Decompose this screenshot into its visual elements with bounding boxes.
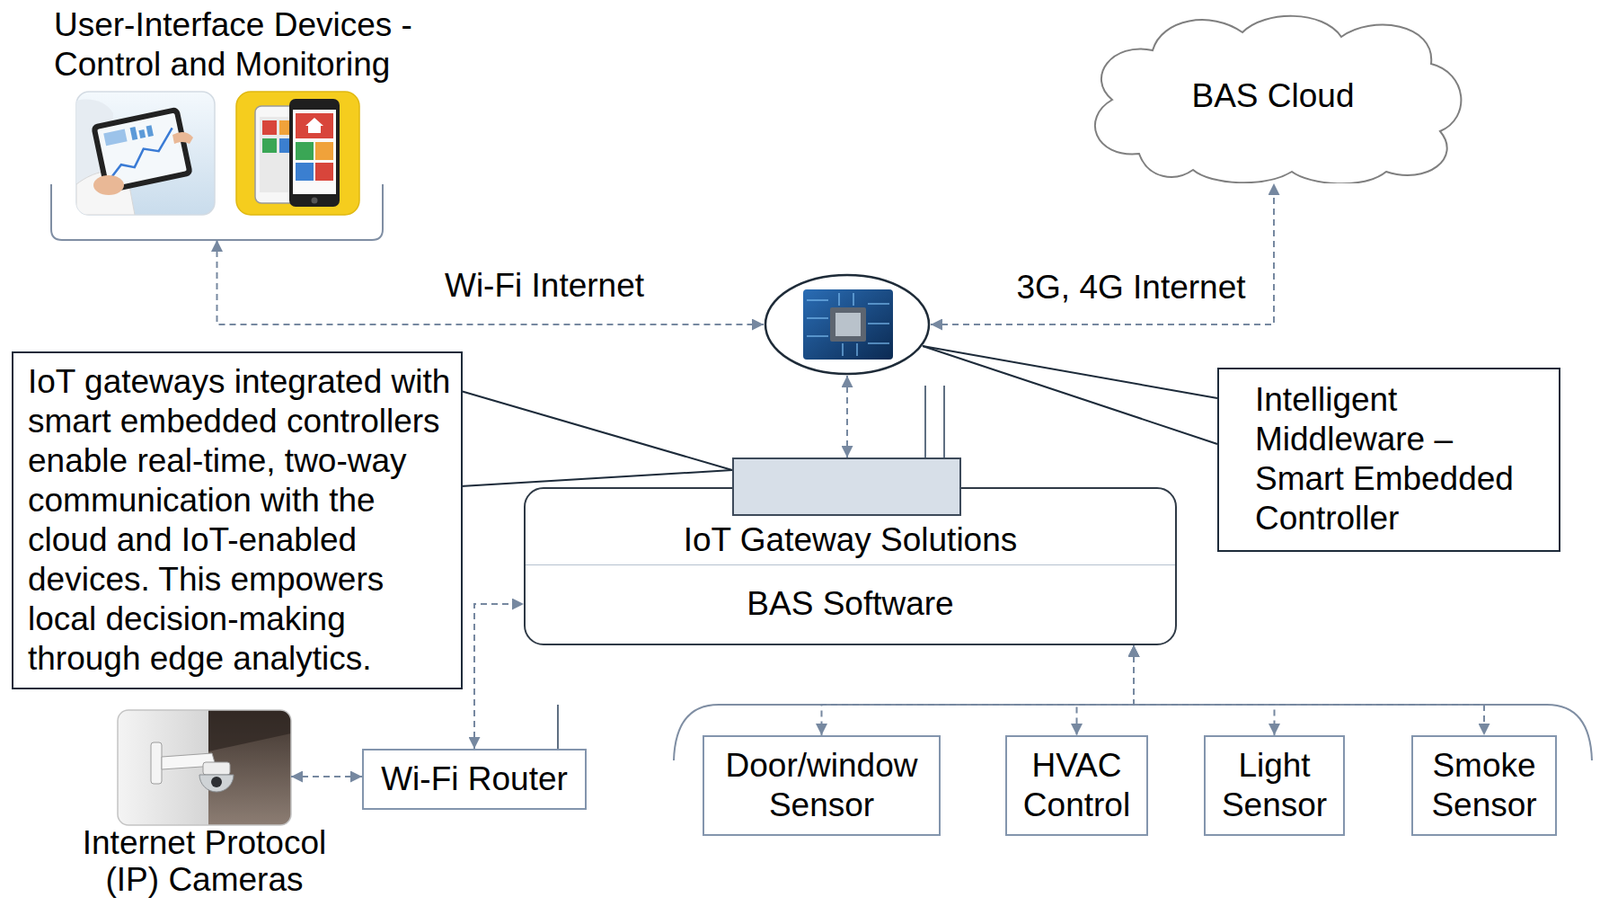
camera-picture [117,709,292,825]
connection-label: 3G, 4G Internet [1012,267,1249,308]
dashed-connector [1077,645,1135,735]
dashed-connector [846,375,849,458]
leader-line [922,345,1218,444]
node-label: HVAC Control [1016,745,1138,825]
sensor-box: Door/window Sensor [702,734,941,836]
node-label: Smoke Sensor [1422,745,1547,825]
dashed-connector [1133,645,1485,735]
controller-circle: Intelligent Middleware – Smart Embedded … [763,273,931,376]
dashed-connector [822,645,1135,735]
gateway-box: IoT gateways integrated with smart embed… [732,457,962,516]
node-label: IoT Gateway Solutions [525,515,1176,565]
router-box: Wi-Fi Router [362,748,587,810]
dashed-connector [930,183,1274,325]
antenna-line [943,385,946,458]
node-label: BAS Software [525,564,1176,644]
leader-line [460,469,733,487]
cloud-outline-path [1095,16,1461,184]
node-label: BAS Cloud [1192,76,1355,116]
device-caption: Internet Protocol (IP) Cameras [70,824,340,898]
dashed-connector [474,603,524,749]
dashed-connector [1133,645,1275,735]
leader-line [922,345,1218,398]
node-label: Light Sensor [1214,745,1335,825]
sensor-box: HVAC Control [1005,734,1149,836]
callout-text: Intelligent Middleware – Smart Embedded … [1217,367,1561,552]
device-group: User-Interface Devices - Control and Mon… [51,5,383,240]
callout-text: IoT gateways integrated with smart embed… [11,351,463,690]
node-label: Door/window Sensor [713,745,930,825]
antenna-line [556,704,559,749]
divider-line [525,564,1176,566]
group-heading: User-Interface Devices - Control and Mon… [53,5,432,85]
phone-icon [236,91,360,215]
chip-picture [803,289,893,360]
cloud-shape: BAS Cloud [1076,9,1470,184]
sensor-box: Light Sensor [1203,734,1345,836]
controller-outline [763,273,931,376]
sensor-box: Smoke Sensor [1411,734,1557,836]
dashed-connector [217,239,765,325]
tablet-icon [76,91,215,215]
node-label: Wi-Fi Router [372,759,576,799]
dashed-connector [291,775,363,778]
connection-label: Wi-Fi Internet [441,265,648,306]
controller-ellipse [765,274,929,374]
camera-node: Internet Protocol (IP) Cameras [117,709,292,825]
leader-line [460,390,733,470]
antenna-line [924,385,927,458]
